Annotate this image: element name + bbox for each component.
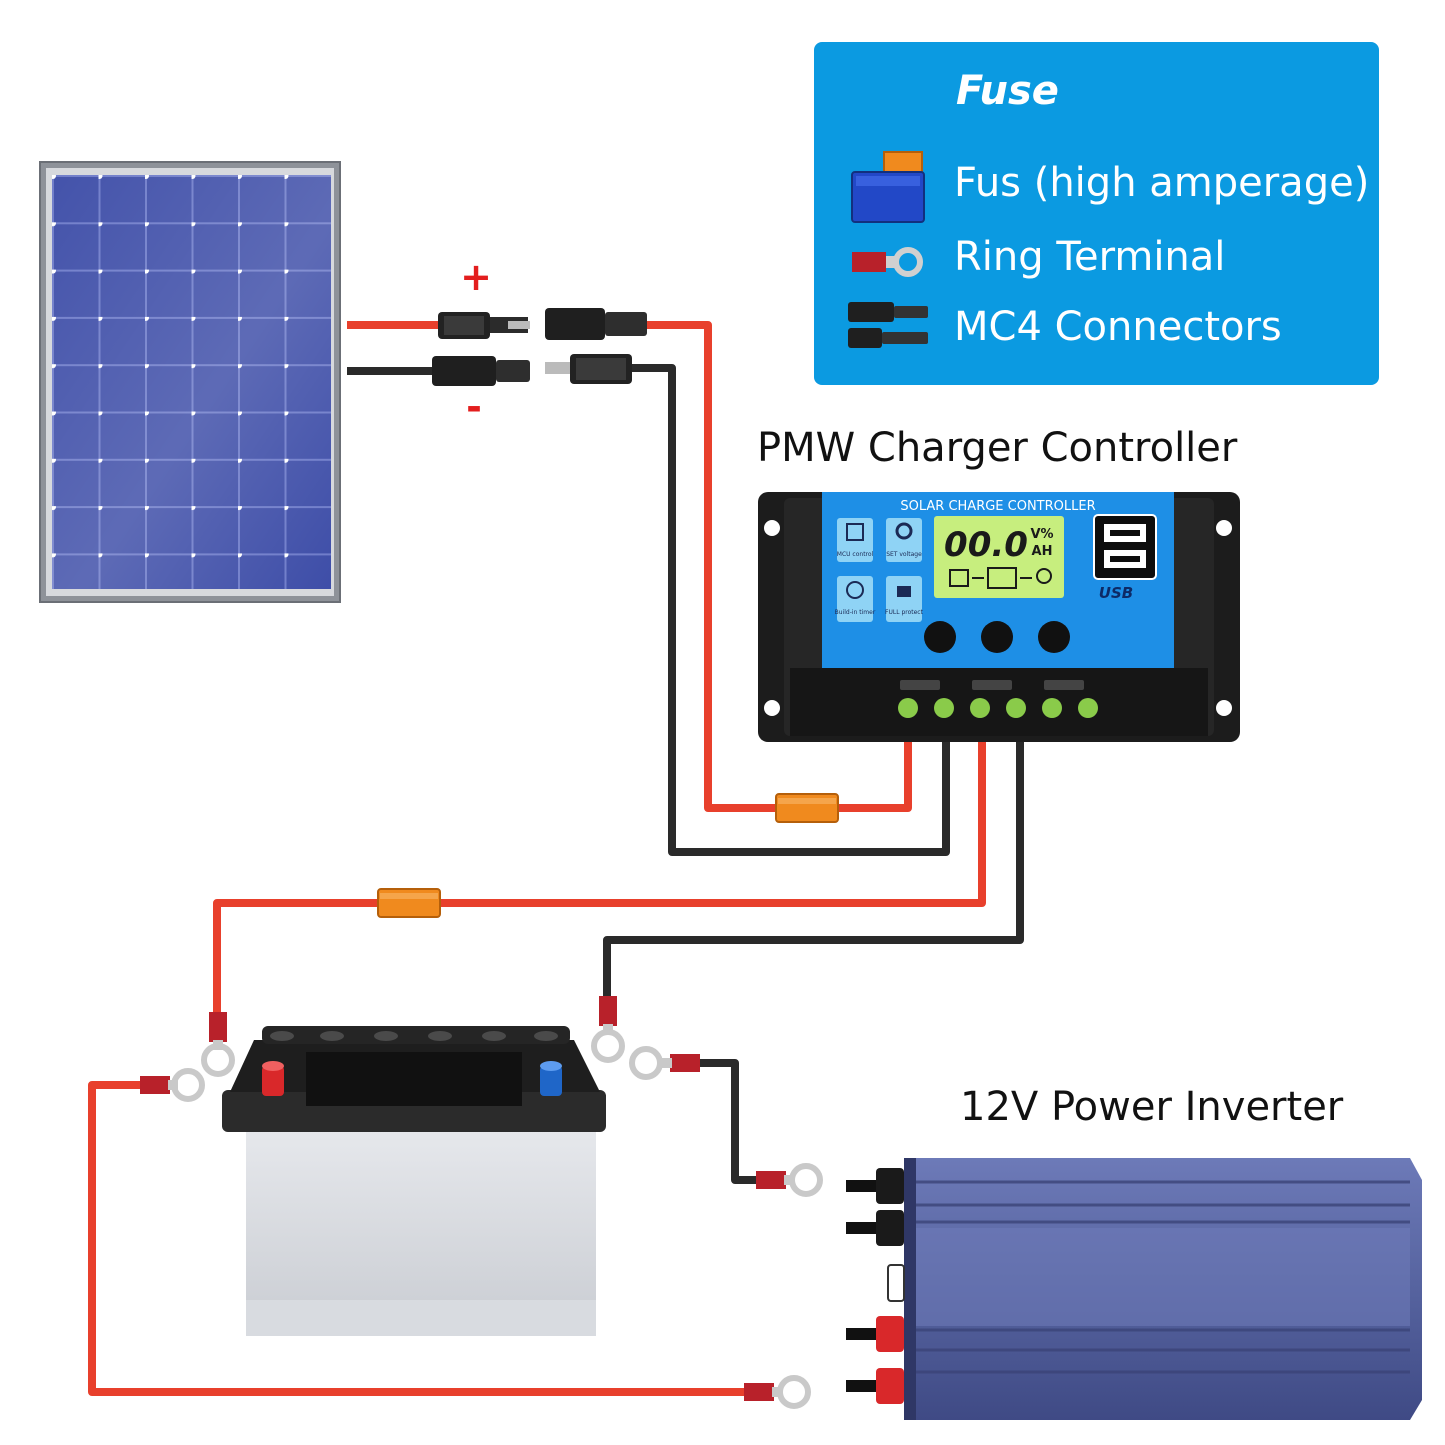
- positive-sign: +: [460, 255, 492, 299]
- inline-fuse-controller: [775, 793, 839, 823]
- inverter-heading: 12V Power Inverter: [960, 1084, 1344, 1130]
- battery-negative-wire: [603, 742, 1024, 1005]
- battery: [222, 1026, 606, 1336]
- legend-item-ring-terminal: Ring Terminal: [954, 234, 1226, 280]
- controller-button: [924, 621, 956, 653]
- feature-protect-label: FULL protect: [885, 609, 924, 616]
- inline-fuse-battery: [377, 888, 441, 918]
- lcd-flow-icons: [949, 567, 1052, 589]
- legend-box: Fuse Fus (high amperage) Ring Terminal M…: [814, 42, 1379, 385]
- mount-hole: [1216, 520, 1232, 536]
- legend-item-mc4: MC4 Connectors: [954, 304, 1282, 350]
- screw-terminals: [898, 698, 1098, 718]
- legend-title: Fuse: [956, 68, 1059, 114]
- battery-positive-wire: [213, 742, 986, 1022]
- lcd-unit-top: V%: [1030, 527, 1053, 542]
- mount-hole: [764, 520, 780, 536]
- inverter-negative-wire: [692, 1059, 772, 1184]
- battery-positive-terminal: [262, 1066, 284, 1096]
- feature-timer-label: Build-in timer: [835, 609, 876, 616]
- feature-mcu-label: MCU control: [837, 551, 874, 558]
- battery-negative-terminal: [540, 1066, 562, 1096]
- pv-negative-wire: [630, 364, 950, 856]
- lcd-unit-bottom: AH: [1032, 544, 1053, 559]
- ring-terminal-icon: [852, 247, 923, 277]
- inverter-terminals: [846, 1168, 904, 1404]
- controller-button: [1038, 621, 1070, 653]
- solar-panel: [39, 161, 341, 603]
- lcd-value: 00.0: [944, 525, 1028, 565]
- wires: [88, 321, 1024, 1396]
- mc4-connector-icon: [848, 302, 928, 348]
- controller-panel-title: SOLAR CHARGE CONTROLLER: [900, 499, 1095, 514]
- power-inverter: [846, 1158, 1422, 1420]
- fuse-icon: [851, 151, 925, 223]
- ring-terminals: [140, 996, 823, 1409]
- feature-set-label: SET voltage: [886, 551, 922, 558]
- usb-label: USB: [1099, 584, 1133, 602]
- mount-hole: [764, 700, 780, 716]
- mount-hole: [1216, 700, 1232, 716]
- controller-heading: PMW Charger Controller: [757, 425, 1238, 471]
- mc4-connectors: [432, 308, 647, 386]
- legend-item-fuse: Fus (high amperage): [954, 160, 1370, 206]
- controller-button: [981, 621, 1013, 653]
- inverter-positive-wire: [88, 1081, 760, 1396]
- negative-sign: -: [466, 385, 482, 429]
- pv-positive-wire: [645, 321, 912, 812]
- charge-controller: MCU control SET voltage Build-in timer F…: [758, 492, 1240, 742]
